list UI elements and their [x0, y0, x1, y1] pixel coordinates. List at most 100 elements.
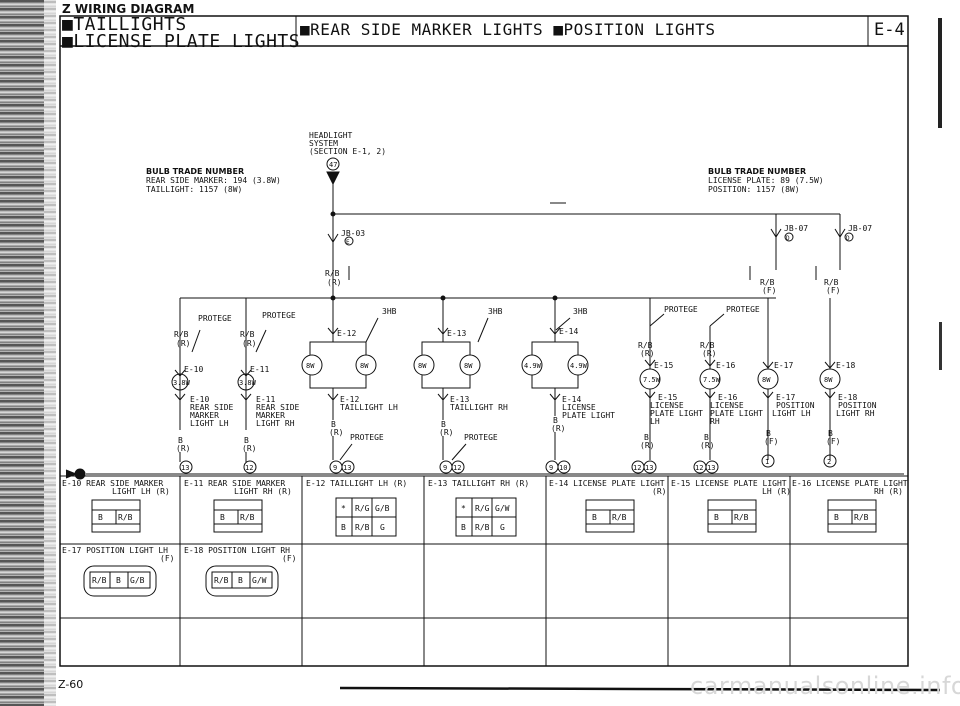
svg-text:R/B: R/B [760, 278, 775, 287]
bulb-right-heading: BULB TRADE NUMBER [708, 167, 806, 176]
svg-text:B: B [766, 429, 771, 438]
svg-text:REAR SIDE: REAR SIDE [190, 403, 234, 412]
jb07b-label: JB-07 [848, 224, 872, 233]
svg-text:LIGHT RH: LIGHT RH [836, 409, 875, 418]
svg-text:B: B [704, 433, 709, 442]
svg-text:(R): (R) [551, 424, 565, 433]
svg-text:PROTEGE: PROTEGE [198, 314, 232, 323]
svg-text:10: 10 [559, 464, 567, 472]
svg-text:(F): (F) [762, 286, 776, 295]
svg-text:(R): (R) [242, 444, 256, 453]
conn-e14: E-14 LICENSE PLATE LIGHT (R) B R/B [549, 479, 666, 533]
svg-text:E-14: E-14 [559, 327, 578, 336]
svg-text:E-14: E-14 [562, 395, 581, 404]
svg-text:PROTEGE: PROTEGE [262, 311, 296, 320]
svg-text:E-18 POSITION LIGHT RH: E-18 POSITION LIGHT RH [184, 546, 290, 555]
svg-text:7.5W: 7.5W [643, 376, 661, 384]
component-e11: R/B (R) E-11 3.8W E-11 REAR SIDE MARKER … [237, 329, 300, 474]
svg-text:E-12: E-12 [340, 395, 359, 404]
svg-text:12: 12 [695, 464, 703, 472]
scan-edge-left [0, 0, 44, 706]
svg-text:LIGHT LH: LIGHT LH [190, 419, 229, 428]
svg-text:(R): (R) [242, 339, 256, 348]
svg-text:(R): (R) [700, 441, 714, 450]
svg-text:B: B [834, 513, 839, 522]
headlight-source: HEADLIGHT SYSTEM (SECTION E-1, 2) 47 [309, 131, 386, 186]
conn-e17: E-17 POSITION LIGHT LH (F) R/B B G/B [62, 546, 174, 597]
svg-text:PLATE LIGHT: PLATE LIGHT [562, 411, 615, 420]
svg-text:PROTEGE: PROTEGE [664, 305, 698, 314]
svg-text:G/B: G/B [375, 504, 390, 513]
svg-text:E-12: E-12 [337, 329, 356, 338]
frame [59, 15, 909, 667]
svg-text:E-12 TAILLIGHT LH (R): E-12 TAILLIGHT LH (R) [306, 479, 407, 488]
svg-text:B: B [592, 513, 597, 522]
svg-text:R/B: R/B [240, 330, 255, 339]
bulb-notes-right: BULB TRADE NUMBER LICENSE PLATE: 89 (7.5… [708, 167, 824, 194]
svg-text:E-16: E-16 [716, 361, 735, 370]
svg-text:8W: 8W [762, 376, 771, 384]
svg-text:D: D [846, 235, 850, 242]
bulb-left-heading: BULB TRADE NUMBER [146, 167, 244, 176]
source-pin: 47 [329, 161, 337, 169]
svg-text:G: G [500, 523, 505, 532]
svg-text:B: B [178, 436, 183, 445]
svg-text:3HB: 3HB [382, 307, 397, 316]
svg-text:LH (R): LH (R) [762, 487, 791, 496]
svg-text:MARKER: MARKER [256, 411, 285, 420]
component-e12: E-12 8W 8W E-12 TAILLIGHT LH B (R) 9 13 [301, 298, 398, 474]
svg-text:9: 9 [333, 464, 337, 472]
page-number: Z-60 [58, 678, 84, 691]
svg-text:LIGHT LH: LIGHT LH [772, 409, 811, 418]
section-mark: Z WIRING DIAGRAM [62, 2, 195, 16]
svg-text:B: B [828, 429, 833, 438]
svg-text:(F): (F) [764, 437, 778, 446]
conn-e16: E-16 LICENSE PLATE LIGHT RH (R) B R/B [792, 479, 908, 533]
jb07a-label: JB-07 [784, 224, 808, 233]
svg-text:E-15 LICENSE PLATE LIGHT: E-15 LICENSE PLATE LIGHT [671, 479, 787, 488]
svg-text:R/B: R/B [612, 513, 627, 522]
svg-text:POSITION: POSITION [838, 401, 877, 410]
svg-text:8W: 8W [360, 362, 369, 370]
component-e10: R/B (R) E-10 3.8W E-10 REAR SIDE MARKER … [171, 298, 234, 474]
svg-text:B: B [220, 513, 225, 522]
page-code: E-4 [874, 20, 905, 40]
svg-text:(R): (R) [176, 444, 190, 453]
svg-text:PROTEGE: PROTEGE [350, 433, 384, 442]
conn-e15: E-15 LICENSE PLATE LIGHT LH (R) B R/B [671, 479, 791, 533]
svg-text:(R): (R) [652, 487, 666, 496]
svg-text:B: B [98, 513, 103, 522]
bulb-right-line1: LICENSE PLATE: 89 (7.5W) [708, 176, 824, 185]
svg-text:PROTEGE: PROTEGE [464, 433, 498, 442]
svg-text:E-11: E-11 [256, 395, 275, 404]
svg-text:B: B [238, 576, 243, 585]
svg-text:R/B: R/B [92, 576, 107, 585]
svg-text:R/B: R/B [325, 269, 340, 278]
svg-text:R/G: R/G [475, 504, 490, 513]
component-e17: E-17 8W E-17 POSITION LIGHT LH B (F) 1 [757, 298, 815, 468]
svg-text:(F): (F) [826, 437, 840, 446]
svg-text:E-15: E-15 [658, 393, 677, 402]
power-feed: JB-03 E JB-07 D JB-07 D R/B (R) R/B (F) … [180, 184, 872, 301]
svg-text:(R): (R) [327, 278, 341, 287]
svg-text:13: 13 [645, 464, 653, 472]
svg-text:9: 9 [549, 464, 553, 472]
scan-edge-right [938, 18, 942, 128]
svg-text:*: * [341, 504, 346, 513]
svg-text:B: B [116, 576, 121, 585]
component-e18: E-18 8W E-18 POSITION LIGHT RH B (F) 2 [819, 298, 877, 468]
svg-text:B: B [331, 420, 336, 429]
svg-text:(R): (R) [176, 339, 190, 348]
svg-text:E-17 POSITION LIGHT LH: E-17 POSITION LIGHT LH [62, 546, 168, 555]
svg-text:4.9W: 4.9W [524, 362, 542, 370]
svg-text:9: 9 [443, 464, 447, 472]
svg-text:LIGHT RH: LIGHT RH [256, 419, 295, 428]
svg-text:3.8W: 3.8W [173, 379, 191, 387]
variant-labels: PROTEGE PROTEGE 3HB 3HB 3HB PROTEGE PROT… [198, 298, 760, 461]
svg-text:E-13: E-13 [450, 395, 469, 404]
svg-text:13: 13 [707, 464, 715, 472]
svg-text:PROTEGE: PROTEGE [726, 305, 760, 314]
jb03-label: JB-03 [341, 229, 365, 238]
svg-text:13: 13 [343, 464, 351, 472]
svg-text:7.5W: 7.5W [703, 376, 721, 384]
